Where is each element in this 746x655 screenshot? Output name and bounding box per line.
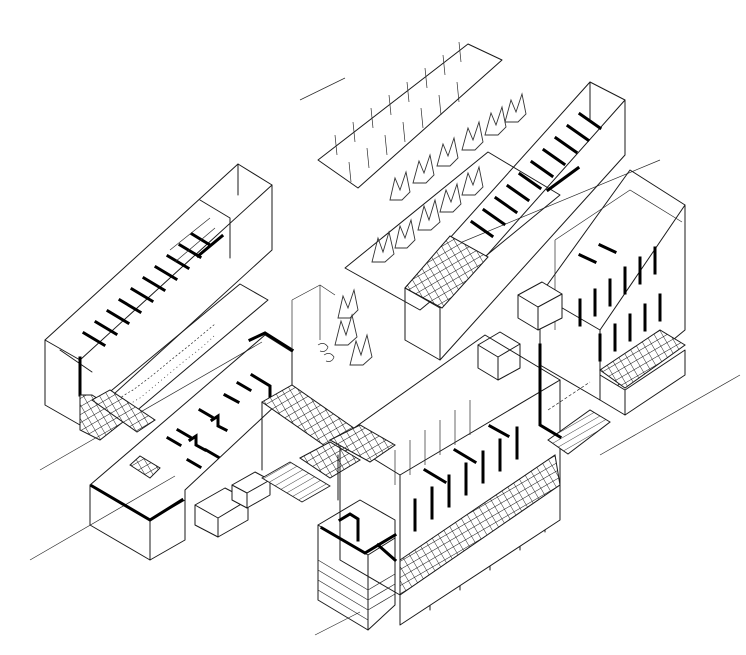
right-upper-partitions (469, 111, 603, 239)
central-stairs (538, 343, 611, 455)
central-lower-partitions (413, 423, 519, 532)
right-tall-block (539, 169, 686, 416)
planter-rows (334, 41, 462, 183)
left-wing-block (44, 163, 273, 426)
glass-link-frame (291, 284, 336, 362)
front-tower (317, 424, 398, 631)
left-lower-partitions (165, 372, 272, 470)
right-upper-block (404, 81, 626, 361)
planter-field (317, 41, 503, 189)
left-wing-terrace (91, 389, 156, 433)
left-courtyard (79, 283, 269, 441)
left-podium-boxes (194, 471, 271, 538)
site-lines (29, 77, 741, 636)
tree-garden (334, 92, 561, 366)
central-lower-block (339, 334, 561, 626)
annex-boxes (477, 281, 563, 381)
left-lower-block (89, 331, 295, 561)
right-tall-partitions (578, 243, 662, 362)
